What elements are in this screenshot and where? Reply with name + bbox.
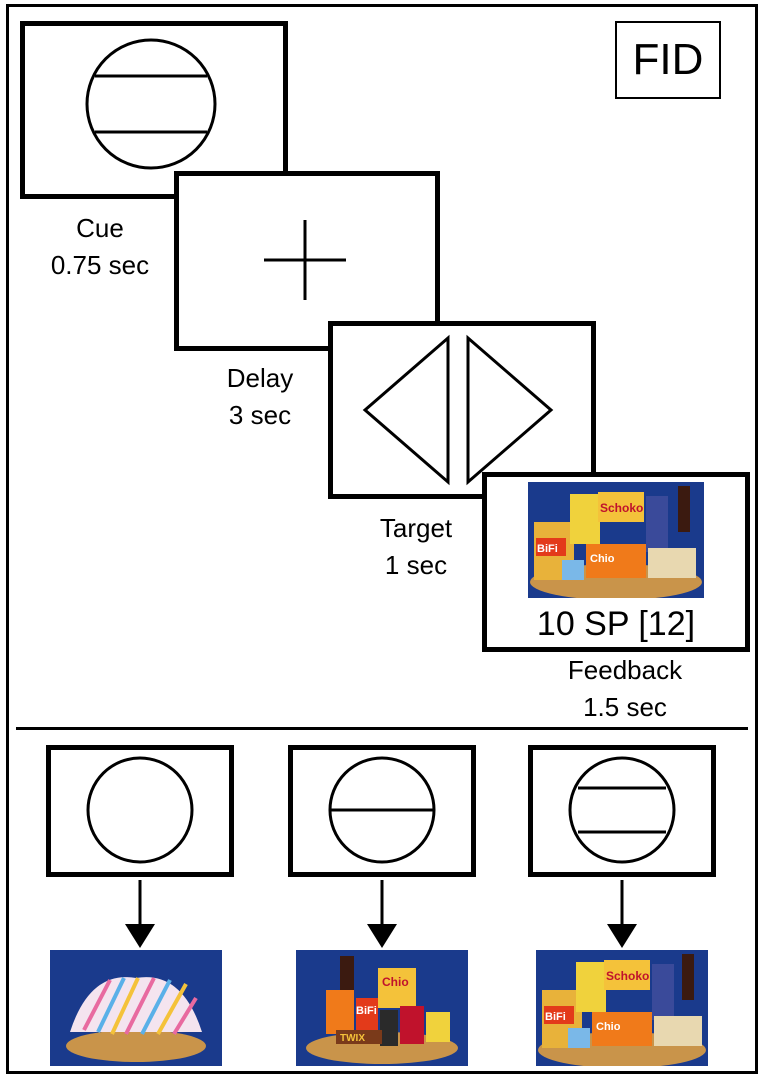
fixation-cross-icon <box>264 220 346 300</box>
delay-name: Delay <box>226 363 294 393</box>
twix-logo: TWIX <box>340 1033 365 1044</box>
bifi-logo: BiFi <box>356 1005 377 1017</box>
task-label-box: FID <box>615 21 721 99</box>
target-triangles-icon <box>362 334 554 486</box>
delay-label: Delay 3 sec <box>190 360 330 434</box>
feedback-points-text: 10 SP [12] <box>536 605 696 643</box>
feedback-label: Feedback 1.5 sec <box>540 652 710 726</box>
circle-one-line-icon <box>328 756 436 864</box>
cue-condition-screen <box>288 745 476 877</box>
small-snack-basket-photo: Chio BiFi TWIX <box>296 950 468 1066</box>
chio-logo: Chio <box>596 1021 621 1033</box>
target-duration: 1 sec <box>384 550 448 580</box>
cue-condition-screen <box>46 745 234 877</box>
cue-duration: 0.75 sec <box>50 250 150 280</box>
feedback-screen: Schoko BiFi Chio 10 SP [12] <box>482 472 750 652</box>
task-label: FID <box>632 35 704 84</box>
circle-two-lines-icon <box>85 38 217 170</box>
large-snack-basket-photo: Schoko BiFi Chio <box>536 950 708 1066</box>
feedback-name: Feedback <box>567 655 683 685</box>
empty-basket-photo <box>50 950 222 1066</box>
target-label: Target 1 sec <box>346 510 486 584</box>
target-name: Target <box>379 513 453 543</box>
chio-logo: Chio <box>590 553 615 565</box>
schoko-logo: Schoko <box>606 969 649 983</box>
feedback-duration: 1.5 sec <box>583 692 667 722</box>
large-snack-basket-photo: Schoko BiFi Chio <box>528 482 704 598</box>
cue-label: Cue 0.75 sec <box>30 210 170 284</box>
target-screen <box>328 321 596 499</box>
schoko-logo: Schoko <box>600 501 643 515</box>
circle-no-line-icon <box>86 756 194 864</box>
circle-two-lines-icon <box>568 756 676 864</box>
arrow-down-icon <box>367 880 397 948</box>
bifi-logo: BiFi <box>545 1011 566 1023</box>
chio-chips-logo: Chio <box>382 975 409 989</box>
delay-duration: 3 sec <box>228 400 292 430</box>
arrow-down-icon <box>607 880 637 948</box>
cue-screen <box>20 21 288 199</box>
cue-name: Cue <box>76 213 124 243</box>
section-divider <box>16 727 748 730</box>
figure-frame <box>6 4 758 1074</box>
bifi-logo: BiFi <box>537 543 558 555</box>
arrow-down-icon <box>125 880 155 948</box>
cue-condition-screen <box>528 745 716 877</box>
